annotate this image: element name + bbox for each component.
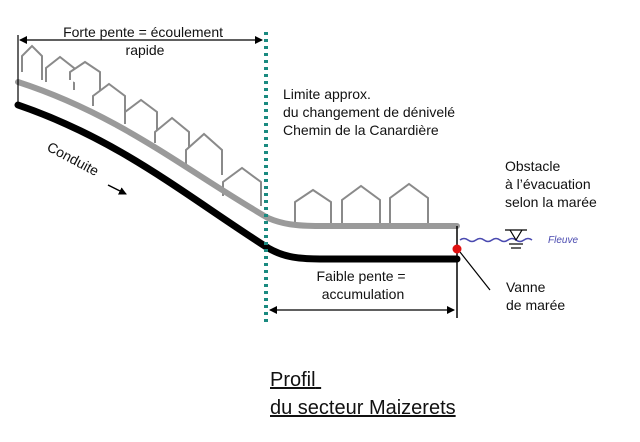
house	[21, 44, 43, 80]
houses-group	[21, 44, 429, 225]
diagram-title: Profil du secteur Maizerets	[270, 369, 456, 419]
water-level-icon	[505, 229, 527, 249]
gentle-slope-label: Faible pente = accumulation	[316, 268, 409, 302]
conduit-label: Conduite	[45, 139, 102, 180]
house	[294, 188, 332, 225]
river-label: Fleuve	[548, 235, 578, 246]
house	[92, 82, 126, 114]
tide-gate-dot	[452, 244, 462, 254]
gate-pointer	[459, 251, 491, 291]
pipe-line	[14, 101, 461, 263]
ground-surface	[15, 79, 460, 229]
tide-gate-label: Vanne de marée	[506, 279, 565, 313]
house	[185, 132, 223, 175]
river-waves	[459, 237, 533, 243]
flow-arrow	[107, 184, 127, 195]
house	[69, 60, 101, 94]
house	[154, 116, 190, 150]
steep-slope-label: Forte pente = écoulement rapide	[63, 24, 227, 58]
house	[341, 184, 381, 225]
limit-label: Limite approx. du changement de dénivelé…	[283, 86, 459, 138]
obstacle-label: Obstacle à l’évacuation selon la marée	[505, 158, 597, 210]
house	[124, 98, 158, 130]
house	[389, 182, 429, 225]
